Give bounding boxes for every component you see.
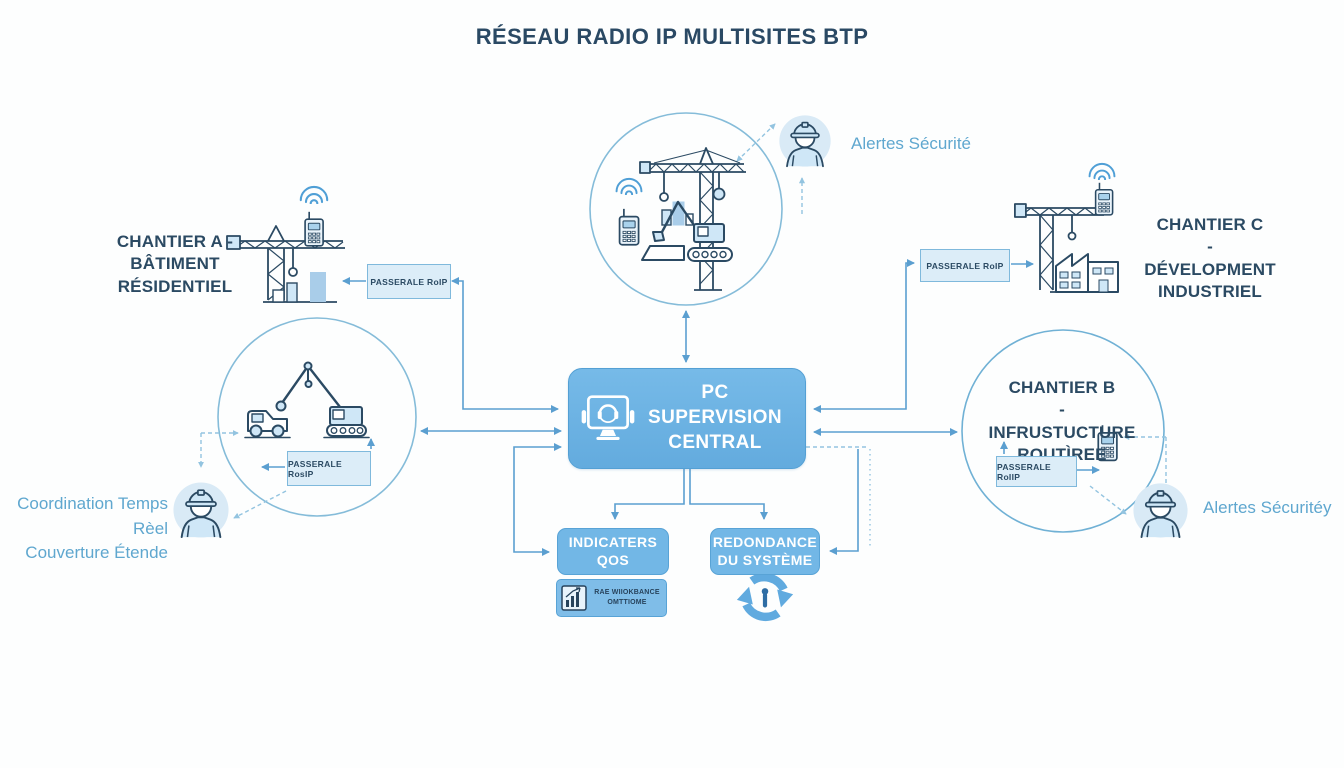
vehicles-icon (243, 361, 371, 439)
connector-central-qos-bracket (513, 443, 562, 556)
alert-right-label: Alertes Sécuritéy (1203, 498, 1332, 517)
gateway-box-a: PASSERALE RoIP (367, 264, 451, 299)
connector-central-qos (611, 469, 685, 520)
site-b-label: CHANTIER B - INFRUSTUCTURE ROUTÌREE (988, 378, 1136, 465)
refresh-icon (737, 577, 793, 617)
connector-redundancy-return (829, 449, 859, 555)
gateway-box-c: PASSERALE RoIP (920, 249, 1010, 282)
gateway-box-b: PASSERALE RoIIP (996, 456, 1077, 487)
performance-box: RAE WIIOKBANCE OMTTIOME (556, 579, 667, 617)
left-site-circle (217, 317, 417, 517)
monitor-headset-icon (581, 394, 635, 444)
construction-site-icon (617, 148, 746, 290)
top-site-circle (589, 112, 783, 306)
qos-box: INDICATERS QOS (557, 528, 669, 575)
gateway-box-left-circle: PASSERALE RosIP (287, 451, 371, 486)
crane-factory-c-icon (1015, 164, 1118, 292)
worker-icon-left (172, 481, 230, 539)
site-c-label: CHANTIER C - DÉVELOPMENT INDUSTRIEL (1144, 215, 1276, 302)
dashed-left-circle-worker (233, 490, 287, 519)
right-site-circle (961, 329, 1165, 533)
solid-connectors (261, 259, 1100, 556)
central-label-line1: PC SUPERVISION (648, 382, 782, 429)
central-label-line2: CENTRAL (668, 431, 762, 453)
bar-chart-icon (561, 585, 587, 611)
alert-top-label: Alertes Sécurité (851, 134, 971, 153)
connector-central-gateway-c (813, 259, 915, 413)
dashed-connectors (197, 123, 1170, 546)
coordination-label: Coordination Temps Rèel Couverture Étend… (17, 494, 168, 563)
redundancy-box: REDONDANCE DU SYSTÈME (710, 528, 820, 575)
connector-gateway-a-central (451, 277, 559, 413)
central-supervision-node: PC SUPERVISION CENTRAL (568, 368, 806, 469)
worker-icon-top (778, 114, 832, 168)
site-a-label: CHANTIER A - BÂTIMENT RÉSIDENTIEL (116, 232, 234, 296)
connector-central-redundancy (689, 469, 768, 520)
worker-icon-right (1132, 482, 1189, 539)
dashed-circle-b-worker (1089, 485, 1127, 515)
dashed-top-circle-worker (736, 123, 776, 162)
diagram-title: RÉSEAU RADIO IP MULTISITES BTP (475, 24, 869, 49)
